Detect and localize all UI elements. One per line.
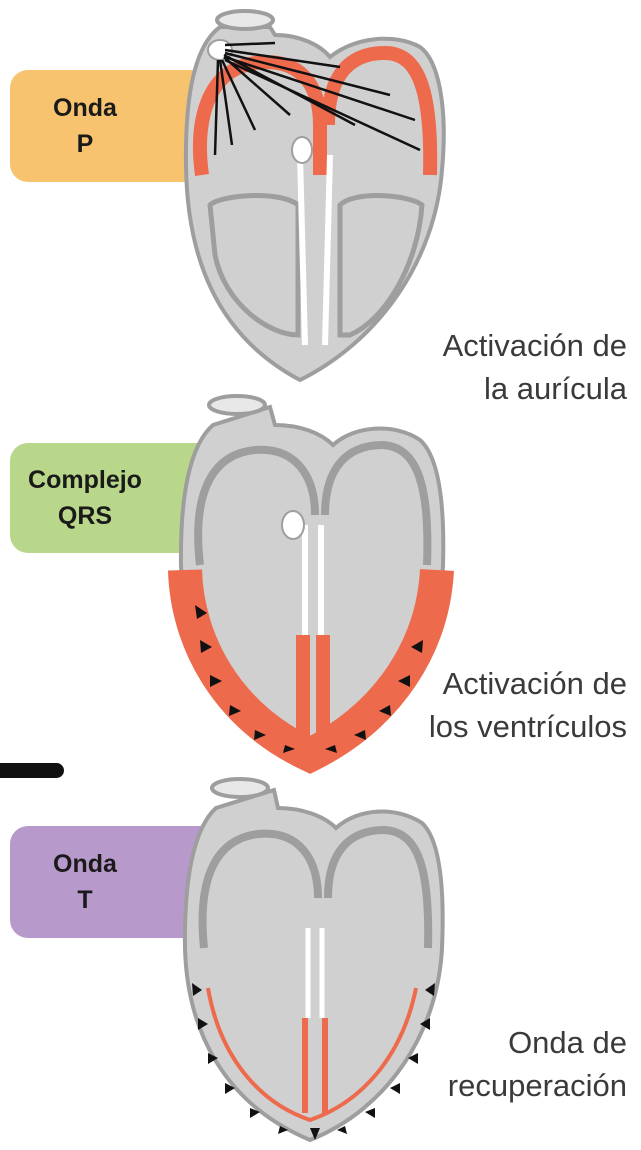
divider-bar (0, 763, 64, 778)
label-onda-p-line2: P (10, 126, 160, 162)
aorta-vessel (209, 396, 265, 414)
right-ventricle (340, 196, 422, 335)
caption-line1: Onda de (448, 1022, 627, 1065)
heart-diagram-atrial-activation (180, 5, 450, 390)
caption-line2: la aurícula (443, 368, 627, 411)
label-onda-t-line1: Onda (10, 846, 160, 882)
heart-diagram-ventricular-activation (175, 385, 450, 770)
heart-outline (185, 790, 443, 1140)
caption-onda-recuperacion: Onda de recuperación (448, 1022, 627, 1108)
caption-line2: los ventrículos (429, 706, 627, 749)
av-node (282, 511, 304, 539)
label-onda-t-line2: T (10, 882, 160, 918)
caption-line2: recuperación (448, 1065, 627, 1108)
caption-line1: Activación de (429, 663, 627, 706)
left-ventricle (210, 196, 298, 335)
caption-line1: Activación de (443, 325, 627, 368)
label-complejo-qrs-line1: Complejo (10, 462, 160, 498)
heart-diagram-repolarization (180, 768, 450, 1148)
caption-activacion-ventriculos: Activación de los ventrículos (429, 663, 627, 749)
label-complejo-qrs-line2: QRS (10, 498, 160, 534)
label-onda-p-line1: Onda (10, 90, 160, 126)
aorta-vessel (212, 779, 268, 797)
aorta-vessel (217, 11, 273, 29)
caption-activacion-auricula: Activación de la aurícula (443, 325, 627, 411)
av-node (292, 137, 312, 163)
